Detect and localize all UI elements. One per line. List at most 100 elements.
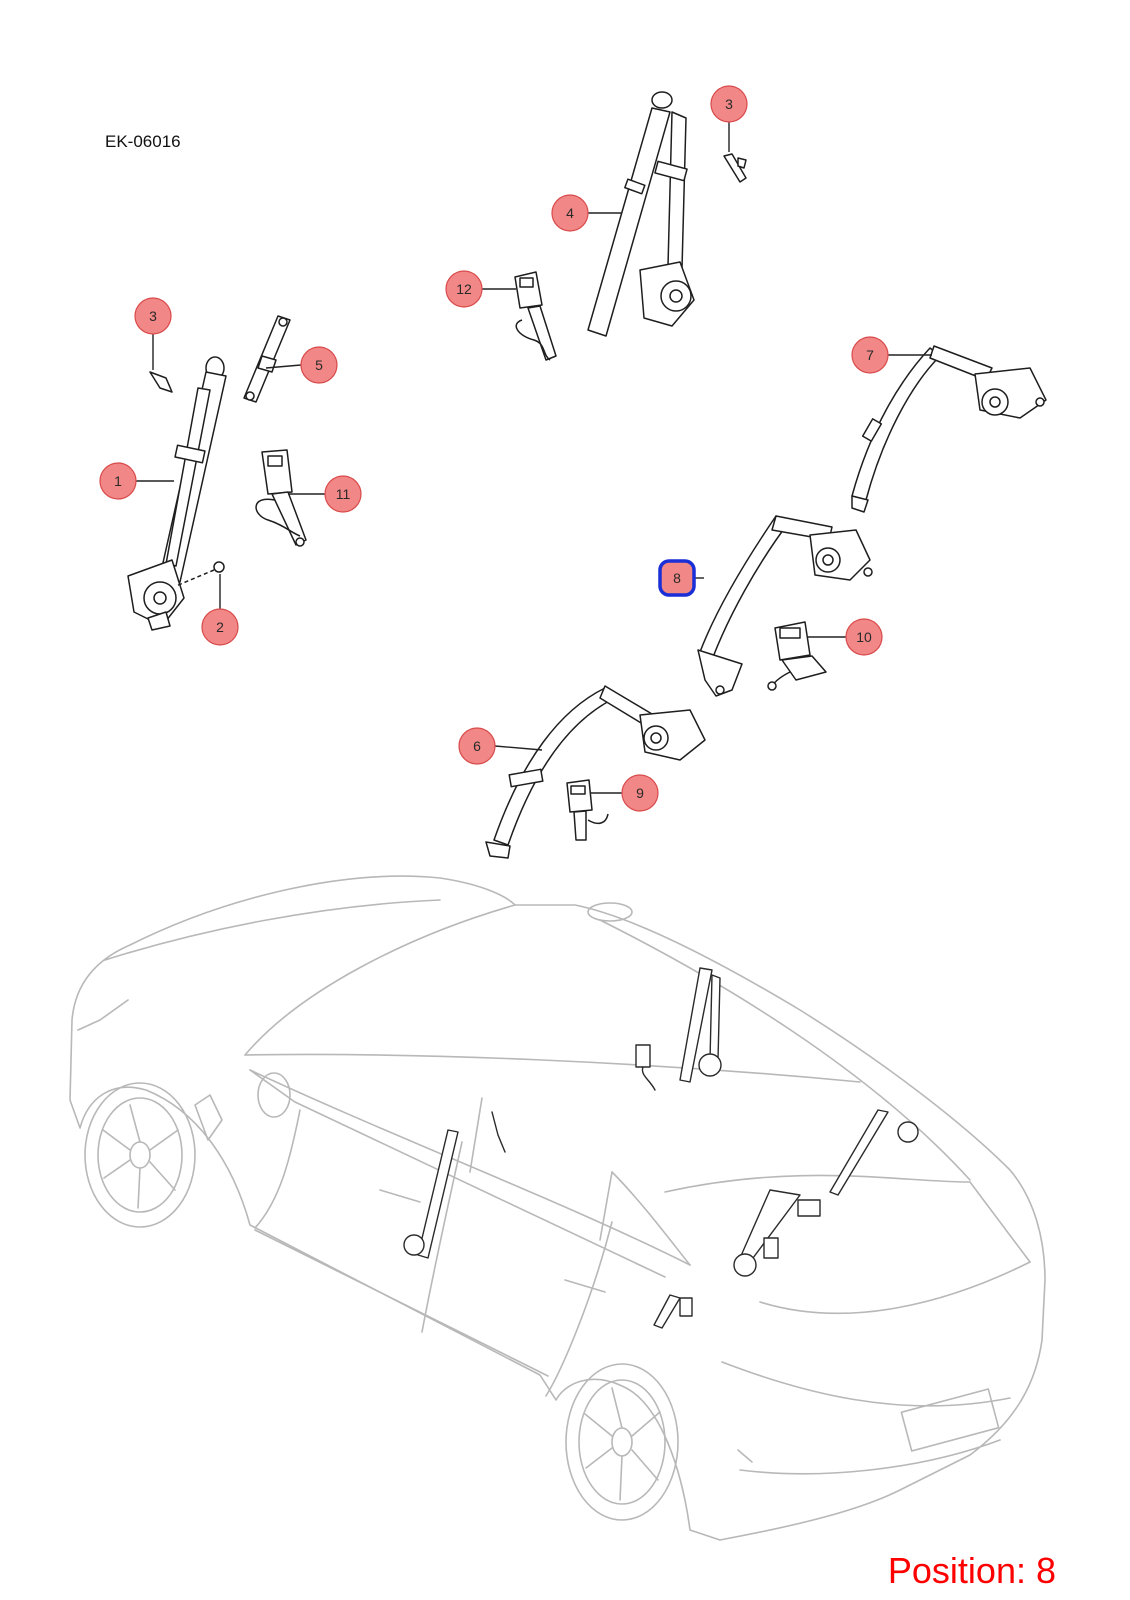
part-9-buckle[interactable] xyxy=(566,779,609,841)
front-door-handle xyxy=(379,1189,421,1203)
bolt-head xyxy=(213,561,225,573)
bracket-hook xyxy=(737,157,747,169)
installed-rear-belt-strap xyxy=(679,967,713,1083)
rear-door-handle xyxy=(564,1279,606,1293)
retractor-mount xyxy=(863,567,873,577)
bracket-body xyxy=(723,153,747,183)
rear-wheel xyxy=(565,1363,679,1521)
roof-glass-front-edge xyxy=(244,1053,861,1083)
callout-bubble xyxy=(551,194,589,232)
callout-bubble xyxy=(201,608,239,646)
part-10-buckle-unit[interactable] xyxy=(767,621,827,691)
part-6-rear-belt-left[interactable] xyxy=(485,685,706,859)
front-vent xyxy=(194,1094,223,1141)
callout-bubble xyxy=(845,618,883,656)
callout-bubble xyxy=(458,727,496,765)
lower-anchor xyxy=(851,495,869,513)
callout-7[interactable]: 7 xyxy=(851,336,932,374)
lower-anchor-bolt xyxy=(715,685,725,695)
callout-1[interactable]: 1 xyxy=(99,462,174,500)
installed-belts xyxy=(403,967,919,1329)
rear-hub xyxy=(611,1427,633,1457)
installed-right-bracket xyxy=(797,1199,821,1217)
installed-rear-belt-strap-2 xyxy=(709,974,721,1061)
retractor-spool-center xyxy=(822,554,834,566)
belt-guide-loop xyxy=(174,444,206,464)
callout-3-top-right[interactable]: 3 xyxy=(710,85,748,152)
part-1-front-seat-belt[interactable] xyxy=(127,356,227,631)
belt-webbing-inner xyxy=(165,387,211,567)
callout-number: 5 xyxy=(315,357,323,373)
headlight xyxy=(77,999,129,1031)
callout-bubble xyxy=(445,270,483,308)
buckle-stalk xyxy=(271,491,307,546)
part-5-height-adjuster[interactable] xyxy=(243,315,291,403)
installed-front-retractor xyxy=(403,1234,425,1256)
adjuster-bolt-top xyxy=(278,317,288,327)
installed-middle-retractor xyxy=(733,1253,757,1277)
callout-11[interactable]: 11 xyxy=(288,475,362,513)
part-11-buckle[interactable] xyxy=(255,449,307,547)
part-2-bolt[interactable] xyxy=(175,561,225,587)
callout-number: 9 xyxy=(636,785,644,801)
roof-rail xyxy=(249,1069,691,1266)
belt-webbing xyxy=(587,107,671,337)
rear-rim xyxy=(578,1379,666,1505)
front-door-rear-edge xyxy=(421,1141,463,1333)
retractor-spool-center xyxy=(153,591,167,605)
belt-tongue-stop xyxy=(624,178,646,195)
retractor-mount-tab xyxy=(147,611,171,631)
part-3-bracket-right[interactable] xyxy=(723,153,747,183)
rear-door-rear-edge xyxy=(545,1221,613,1397)
belt-guide-loop xyxy=(654,160,688,182)
callout-bubble-highlighted xyxy=(658,559,696,597)
callout-8-selected[interactable]: 8 xyxy=(658,559,704,597)
adjuster-bolt-bottom xyxy=(245,391,255,401)
buckle-head xyxy=(566,779,593,813)
lower-anchor-cover xyxy=(697,649,743,697)
part-8-rear-belt-center[interactable] xyxy=(697,515,873,697)
rear-window-side xyxy=(969,1181,1031,1263)
part-12-buckle[interactable] xyxy=(514,271,557,361)
part-4-rear-seat-belt[interactable] xyxy=(587,91,695,337)
callout-number: 3 xyxy=(725,96,733,112)
installed-middle-buckle xyxy=(763,1237,779,1259)
rear-bumper-line xyxy=(739,1439,1001,1475)
buckle-release-button xyxy=(570,785,586,795)
a-pillar xyxy=(249,1069,296,1103)
part-7-rear-belt-right[interactable] xyxy=(851,345,1047,513)
callout-12[interactable]: 12 xyxy=(445,270,516,308)
callout-2[interactable]: 2 xyxy=(201,574,239,646)
callout-6[interactable]: 6 xyxy=(458,727,543,765)
side-mirror xyxy=(257,1072,291,1118)
roof-right-edge xyxy=(599,919,971,1181)
callout-5[interactable]: 5 xyxy=(265,346,338,384)
buckle-sensor-wire xyxy=(255,498,301,537)
callout-10[interactable]: 10 xyxy=(808,618,883,656)
callout-number: 6 xyxy=(473,738,481,754)
hood-crease xyxy=(104,899,441,961)
roof-antenna xyxy=(587,902,633,922)
buckle-stalk xyxy=(573,810,587,841)
callout-bubble xyxy=(851,336,889,374)
callout-9[interactable]: 9 xyxy=(590,774,659,812)
callout-number: 1 xyxy=(114,473,122,489)
callout-number: 2 xyxy=(216,619,224,635)
callout-number: 7 xyxy=(866,347,874,363)
rear-deck xyxy=(759,1261,1031,1315)
callout-3-left[interactable]: 3 xyxy=(134,297,172,370)
rear-tire xyxy=(565,1363,679,1521)
installed-right-retractor xyxy=(897,1121,919,1143)
installed-front-buckle xyxy=(491,1111,506,1153)
callout-bubble xyxy=(621,774,659,812)
lower-anchor xyxy=(485,841,511,859)
callout-4[interactable]: 4 xyxy=(551,194,622,232)
retractor-mount xyxy=(1035,397,1045,407)
rear-quarter-window xyxy=(611,1171,691,1266)
front-door-front-edge xyxy=(254,1109,301,1229)
anchor-fitting xyxy=(149,371,173,393)
part-3-anchor-left[interactable] xyxy=(149,371,173,393)
buckle-release-button xyxy=(519,277,534,288)
installed-front-belt-strap xyxy=(417,1129,459,1259)
